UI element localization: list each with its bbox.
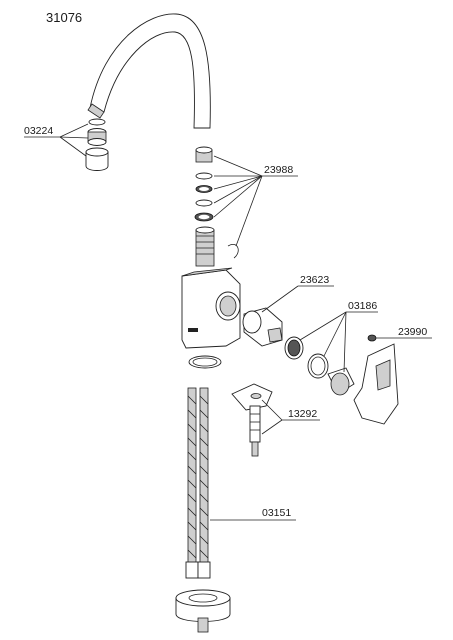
- part-label-23623: 23623: [300, 274, 329, 286]
- part-label-13292: 13292: [288, 408, 317, 420]
- handle-lever: [353, 334, 399, 425]
- faucet-body: [181, 267, 241, 349]
- aerator-assembly: [85, 118, 109, 171]
- base-gasket: [188, 355, 222, 369]
- part-label-23988: 23988: [264, 164, 293, 176]
- cap-nut-assembly: [284, 336, 355, 396]
- threaded-connector: [195, 226, 239, 267]
- part-label-23990: 23990: [398, 326, 427, 338]
- mounting-nut: [175, 589, 231, 633]
- part-label-03224: 03224: [24, 125, 53, 137]
- model-number: 31076: [46, 10, 82, 25]
- part-label-03186: 03186: [348, 300, 377, 312]
- spout-seal-stack: [194, 146, 214, 222]
- spout: [87, 13, 211, 129]
- leader-23623: [261, 285, 299, 313]
- flex-hoses: [185, 387, 211, 579]
- cartridge: [242, 307, 283, 347]
- part-label-03151: 03151: [262, 507, 291, 519]
- mounting-kit: [231, 383, 273, 457]
